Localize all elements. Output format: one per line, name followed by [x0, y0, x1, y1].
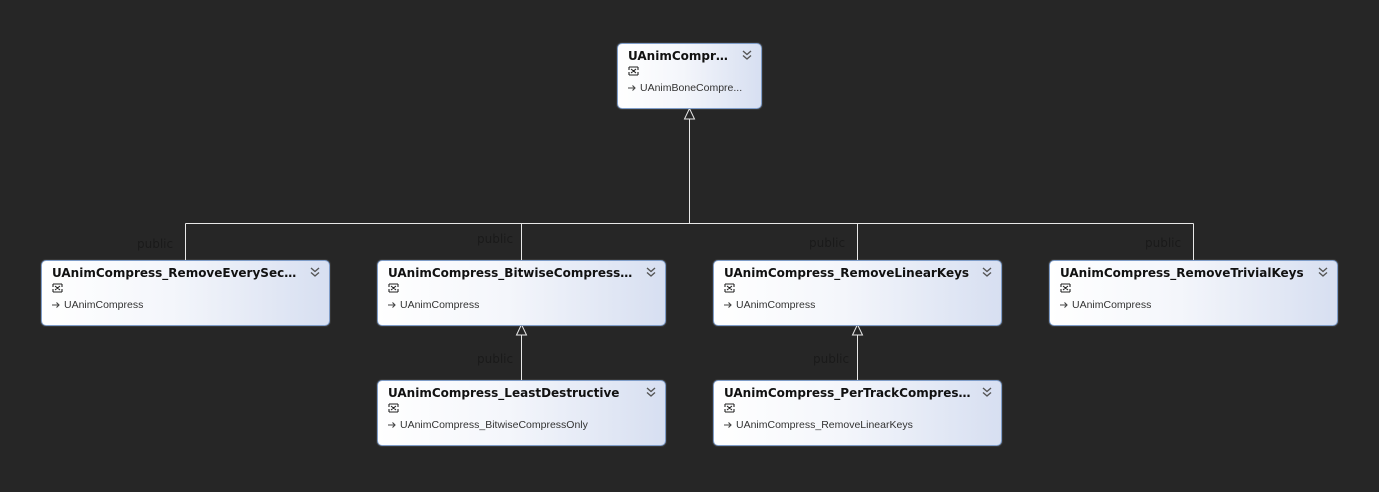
class-node-removeeverysecond[interactable]: UAnimCompress_RemoveEverySecon... UAnimC… [41, 260, 330, 326]
edge-label-remove-trivial-keys: public [1145, 236, 1182, 250]
inheritance-arrow-icon [1060, 302, 1068, 308]
class-node-bitwisecompressonly[interactable]: UAnimCompress_BitwiseCompressOnly UAnimC… [377, 260, 666, 326]
base-class-row: UAnimBoneCompre... [627, 81, 753, 95]
double-chevron-down-icon[interactable] [741, 49, 753, 61]
edge-label-bitwise-compress-only: public [477, 232, 514, 246]
base-class-name: UAnimCompress_BitwiseCompressOnly [400, 419, 588, 431]
inheritance-arrow-icon [52, 302, 60, 308]
class-icon [724, 403, 735, 413]
double-chevron-down-icon[interactable] [645, 386, 657, 398]
edge-label-remove-every-second: public [137, 237, 174, 251]
inheritance-arrow-icon [388, 422, 396, 428]
base-class-row: UAnimCompress [1059, 298, 1329, 312]
inheritance-arrowhead-bitwise [515, 323, 528, 336]
base-class-name: UAnimCompress [736, 299, 816, 311]
edge-label-remove-linear-keys: public [809, 236, 846, 250]
class-node-leastdestructive[interactable]: UAnimCompress_LeastDestructive UAnimComp… [377, 380, 666, 446]
base-class-row: UAnimCompress_BitwiseCompressOnly [387, 418, 657, 432]
double-chevron-down-icon[interactable] [981, 386, 993, 398]
double-chevron-down-icon[interactable] [981, 266, 993, 278]
class-icon [388, 283, 399, 293]
class-node-removelinearkeys[interactable]: UAnimCompress_RemoveLinearKeys UAnimComp… [713, 260, 1002, 326]
class-name: UAnimCompress_RemoveTrivialKeys [1060, 266, 1304, 280]
class-name: UAnimCompress_RemoveLinearKeys [724, 266, 970, 280]
inheritance-arrow-icon [628, 85, 636, 91]
class-node-pertrackcompression[interactable]: UAnimCompress_PerTrackCompression UAnimC… [713, 380, 1002, 446]
class-name: UAnimCompress_RemoveEverySecon... [52, 266, 299, 280]
class-node-uanimcompress[interactable]: UAnimCompress UAnimBoneCompre... [617, 43, 762, 109]
base-class-row: UAnimCompress_RemoveLinearKeys [723, 418, 993, 432]
inheritance-arrowhead-root [683, 107, 696, 120]
double-chevron-down-icon[interactable] [1317, 266, 1329, 278]
base-class-name: UAnimCompress_RemoveLinearKeys [736, 419, 913, 431]
class-icon [52, 283, 63, 293]
base-class-name: UAnimCompress [64, 299, 144, 311]
inheritance-arrow-icon [388, 302, 396, 308]
class-name: UAnimCompress_LeastDestructive [388, 386, 620, 400]
base-class-name: UAnimCompress [1072, 299, 1152, 311]
class-node-removetrivialkeys[interactable]: UAnimCompress_RemoveTrivialKeys UAnimCom… [1049, 260, 1338, 326]
class-name: UAnimCompress [628, 49, 731, 63]
inheritance-arrow-icon [724, 302, 732, 308]
double-chevron-down-icon[interactable] [645, 266, 657, 278]
base-class-row: UAnimCompress [723, 298, 993, 312]
base-class-name: UAnimCompress [400, 299, 480, 311]
edge-label-least-destructive: public [477, 352, 514, 366]
base-class-row: UAnimCompress [387, 298, 657, 312]
inheritance-arrow-icon [724, 422, 732, 428]
class-name: UAnimCompress_BitwiseCompressOnly [388, 266, 635, 280]
base-class-row: UAnimCompress [51, 298, 321, 312]
class-icon [628, 66, 639, 76]
class-icon [388, 403, 399, 413]
class-icon [1060, 283, 1071, 293]
class-icon [724, 283, 735, 293]
base-class-name: UAnimBoneCompre... [640, 82, 743, 94]
inheritance-arrowhead-linear [851, 323, 864, 336]
class-name: UAnimCompress_PerTrackCompression [724, 386, 971, 400]
edge-label-per-track-compression: public [813, 352, 850, 366]
double-chevron-down-icon[interactable] [309, 266, 321, 278]
